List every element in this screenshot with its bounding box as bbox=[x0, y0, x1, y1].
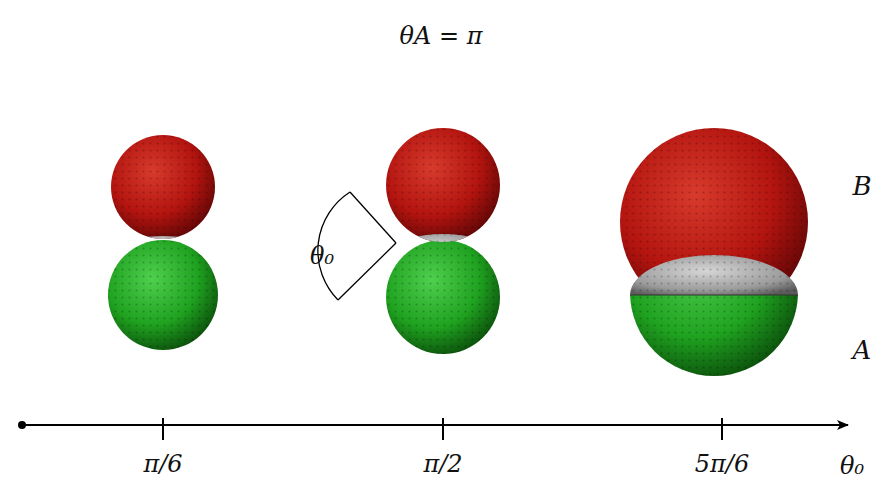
contact-cap bbox=[630, 255, 798, 295]
tick-label: 5π/6 bbox=[695, 452, 749, 476]
sphere-a bbox=[386, 240, 500, 354]
angle-label: θ₀ bbox=[310, 244, 334, 268]
axis-label: θ₀ bbox=[840, 454, 864, 478]
sphere-b bbox=[386, 128, 500, 242]
sphere-label: B bbox=[852, 173, 871, 199]
tick-label: π/6 bbox=[143, 452, 182, 476]
figure-title: θA = π bbox=[400, 24, 483, 48]
sphere-label: A bbox=[853, 337, 872, 363]
tick-label: π/2 bbox=[423, 452, 462, 476]
sphere-b bbox=[620, 128, 808, 316]
sphere-b bbox=[111, 135, 215, 239]
theta-axis bbox=[18, 418, 848, 440]
sphere-a bbox=[108, 240, 218, 350]
sphere-a bbox=[630, 295, 798, 376]
